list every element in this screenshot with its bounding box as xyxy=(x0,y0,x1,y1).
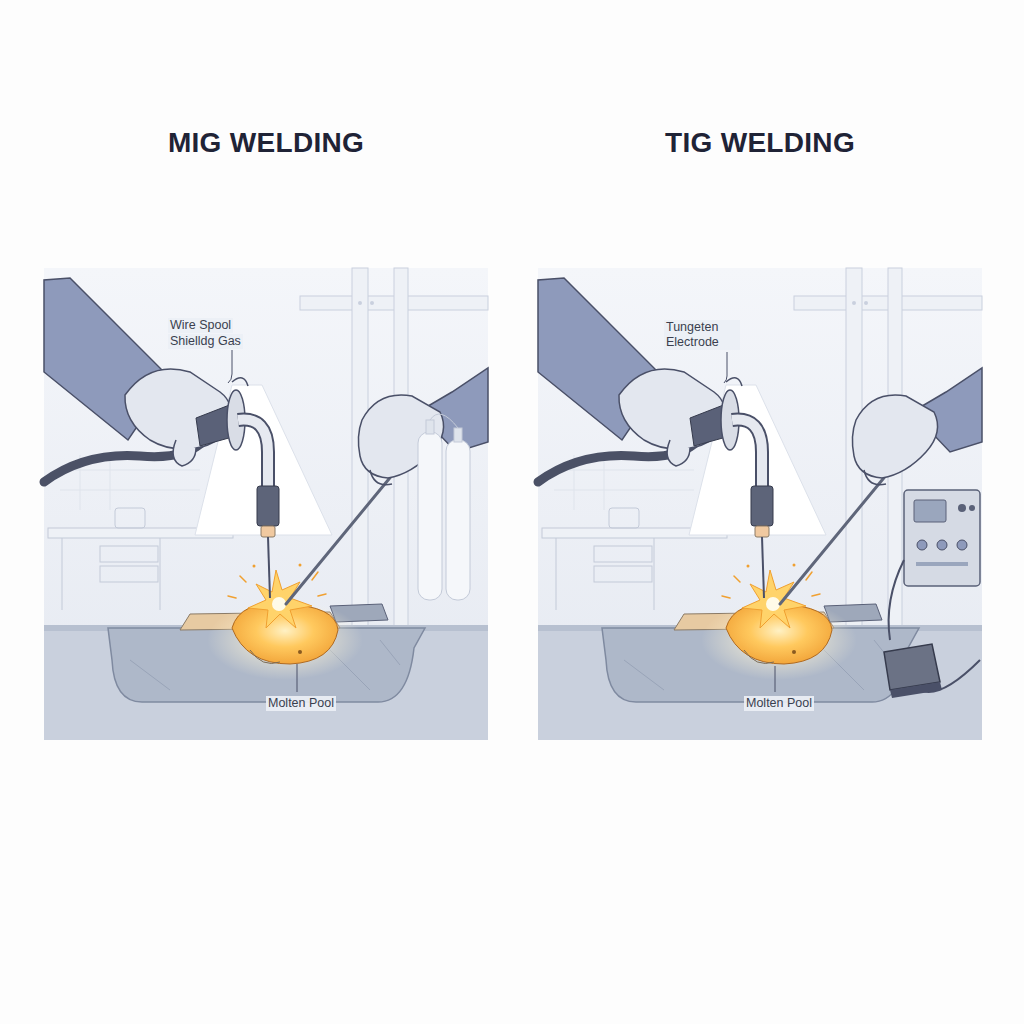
welding-panel: MIG WELDING xyxy=(44,125,488,740)
gas-cylinders xyxy=(430,414,458,428)
tig-machine xyxy=(916,562,968,566)
tig-machine xyxy=(889,560,904,640)
foot-pedal xyxy=(884,644,940,690)
mig-illustration xyxy=(44,268,488,740)
leader-lines xyxy=(228,350,775,692)
tig-machine xyxy=(904,490,980,586)
panel-title: MIG WELDING xyxy=(44,125,488,161)
leader-lines xyxy=(228,350,232,383)
gas-cylinders xyxy=(454,428,462,442)
gas-cylinders xyxy=(446,440,470,600)
part-label: Molten Pool xyxy=(266,696,336,711)
foot-pedal xyxy=(890,682,942,698)
foot-pedal xyxy=(884,644,942,698)
leader-lines xyxy=(775,666,776,692)
welding-panel: TIG WELDING xyxy=(538,125,982,740)
tig-illustration xyxy=(538,268,982,740)
leader-lines xyxy=(724,352,727,383)
tig-machine xyxy=(958,504,966,512)
gas-cylinders xyxy=(418,414,470,600)
part-label: Tungeten Electrode xyxy=(664,320,740,350)
tig-machine xyxy=(937,540,947,550)
part-label: Molten Pool xyxy=(744,696,814,711)
part-label: Shielldg Gas xyxy=(168,334,243,349)
tig-machine xyxy=(917,540,927,550)
tig-machine xyxy=(969,505,975,511)
gas-cylinders xyxy=(426,420,434,434)
gas-cylinders xyxy=(418,432,442,600)
part-label: Wire Spool xyxy=(168,318,233,333)
panel-title: TIG WELDING xyxy=(538,125,982,161)
tig-illustration xyxy=(538,268,982,740)
tig-machine xyxy=(914,500,946,522)
leader-lines xyxy=(297,664,298,692)
tig-machine xyxy=(957,540,967,550)
mig-illustration xyxy=(44,268,488,740)
